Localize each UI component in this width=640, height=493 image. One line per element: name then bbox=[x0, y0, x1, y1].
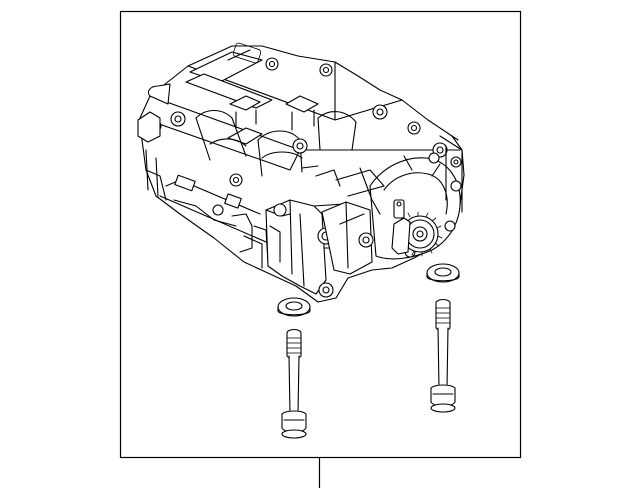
balance-shaft-oil-pump-icon bbox=[137, 42, 465, 303]
washer-left-icon bbox=[277, 297, 311, 317]
bolt-left-icon bbox=[281, 328, 307, 439]
drive-gear-icon bbox=[391, 199, 443, 257]
diagram-frame bbox=[119, 10, 522, 459]
bolt-right-icon bbox=[430, 298, 456, 413]
washer-right-icon bbox=[426, 263, 460, 283]
